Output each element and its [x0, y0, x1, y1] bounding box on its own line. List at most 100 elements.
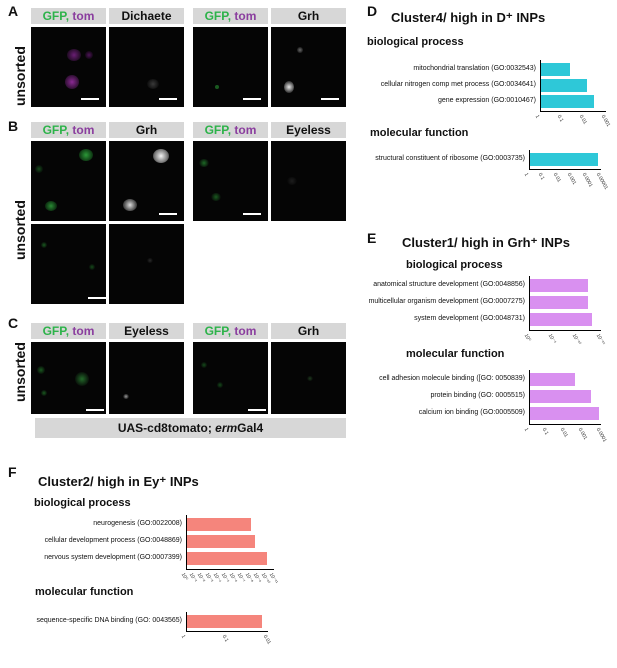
chart-4-bar [187, 518, 251, 531]
chart-5-tick-label: 1 [179, 634, 187, 640]
panel-f-bp-label: biological process [34, 497, 131, 509]
chart-3-tick-label: 0.0001 [594, 427, 608, 444]
chart-1-tick-label: 1 [522, 172, 530, 178]
panel-a-image-grh [271, 27, 346, 107]
chart-5-x-axis [186, 631, 268, 632]
panel-a-header-4: Grh [271, 8, 346, 24]
chart-4-bar [187, 535, 256, 548]
scale-bar [81, 98, 99, 100]
chart-1-category-label: structural constituent of ribosome (GO:0… [375, 155, 525, 162]
chart-2-tick-label: 10⁰ [522, 333, 532, 343]
panel-c-image-eyeless [109, 342, 184, 414]
panel-c-image-grh [271, 342, 346, 414]
panel-e-letter: E [367, 230, 377, 246]
chart-3-bar [530, 373, 576, 386]
panel-a-header-3: GFP, tom [193, 8, 268, 24]
chart-2-tick-label: 10⁻⁵ [546, 333, 558, 345]
chart-2-tick-label: 10⁻¹⁰ [570, 333, 582, 347]
chart-0-tick-label: 0.1 [555, 114, 565, 124]
panel-a-image-gfp-tom-2 [193, 27, 268, 107]
chart-3-x-axis [529, 424, 601, 425]
panel-f-letter: F [8, 464, 17, 480]
panel-c-header-1: GFP, tom [31, 323, 106, 339]
chart-4-x-axis [186, 569, 274, 570]
chart-0-bar [541, 95, 594, 108]
panel-f-mf-label: molecular function [35, 586, 134, 598]
chart-2-category-label: anatomical structure development (GO:004… [373, 281, 525, 288]
scale-bar [248, 409, 266, 411]
chart-2-bar [530, 279, 588, 292]
scale-bar [243, 98, 261, 100]
panel-d-bp-label: biological process [367, 36, 464, 48]
panel-a-letter: A [8, 3, 19, 19]
panel-e-title: Cluster1/ high in Grh⁺ INPs [402, 235, 570, 250]
chart-0-tick-label: 0.001 [599, 114, 612, 128]
scale-bar [159, 98, 177, 100]
chart-4-category-label: nervous system development (GO:0007399) [44, 554, 182, 561]
scale-bar [88, 297, 106, 299]
chart-0-category-label: gene expression (GO:0010467) [437, 97, 536, 104]
panel-c-header-2: Eyeless [109, 323, 184, 339]
scale-bar [243, 213, 261, 215]
chart-0-tick-label: 1 [533, 114, 541, 120]
panel-d-mf-label: molecular function [370, 127, 469, 139]
panel-b-image-gfp-tom-2 [193, 141, 268, 221]
chart-0-bar [541, 63, 570, 76]
panel-b-image-gfp-tom-1 [31, 141, 106, 221]
chart-1-tick-label: 0.01 [551, 172, 562, 184]
chart-5-tick-label: 0.01 [261, 634, 272, 646]
panel-b-header-3: GFP, tom [193, 122, 268, 138]
chart-3-category-label: cell adhesion molecule binding ([GO: 005… [379, 375, 525, 382]
genotype-label: UAS-cd8tomato; ermGal4 [35, 418, 346, 438]
chart-3-tick-label: 1 [522, 427, 530, 433]
chart-2-x-axis [529, 330, 601, 331]
chart-2-tick-label: 10⁻¹⁵ [594, 333, 606, 347]
chart-3-tick-label: 0.01 [558, 427, 569, 439]
chart-0-category-label: cellular nitrogen comp met process (GO:0… [380, 81, 536, 88]
chart-1-tick-label: 0.0001 [580, 172, 594, 189]
panel-b-image-grh [109, 141, 184, 221]
chart-3-bar [530, 390, 592, 403]
chart-1-x-axis [529, 169, 601, 170]
chart-4-y-axis [186, 515, 187, 569]
chart-1-bar [530, 153, 598, 166]
chart-0-tick-label: 0.01 [577, 114, 588, 126]
chart-1-y-axis [529, 150, 530, 169]
chart-0-category-label: mitochondrial translation (GO:0032543) [413, 65, 536, 72]
chart-4-category-label: neurogenesis (GO:0022008) [93, 520, 182, 527]
scale-bar [86, 409, 104, 411]
panel-c-row-label: unsorted [12, 342, 28, 402]
panel-a-image-gfp-tom-1 [31, 27, 106, 107]
panel-b-letter: B [8, 118, 19, 134]
panel-c-header-4: Grh [271, 323, 346, 339]
chart-5-category-label: sequence-specific DNA binding (GO: 00435… [36, 617, 182, 624]
chart-2-bar [530, 313, 593, 326]
panel-a-image-dichaete [109, 27, 184, 107]
chart-5-bar [187, 615, 262, 628]
panel-b-image-eyeless [271, 141, 346, 221]
panel-f-title: Cluster2/ high in Ey⁺ INPs [38, 474, 199, 489]
chart-0-y-axis [540, 60, 541, 111]
chart-0-bar [541, 79, 588, 92]
chart-1-tick-label: 0.1 [537, 172, 546, 182]
chart-1-tick-label: 0.00001 [594, 172, 610, 191]
scale-bar [159, 213, 177, 215]
panel-c-image-gfp-tom-1 [31, 342, 106, 414]
panel-e-mf-label: molecular function [406, 348, 505, 360]
panel-a-header-1: GFP, tom [31, 8, 106, 24]
scale-bar [321, 98, 339, 100]
chart-2-y-axis [529, 276, 530, 330]
chart-3-tick-label: 0.1 [540, 427, 550, 437]
chart-2-bar [530, 296, 588, 309]
chart-0-x-axis [540, 111, 606, 112]
chart-3-category-label: protein binding (GO: 0005515) [430, 392, 525, 399]
chart-5-tick-label: 0.1 [220, 634, 230, 644]
panel-a-header-2: Dichaete [109, 8, 184, 24]
panel-b-header-1: GFP, tom [31, 122, 106, 138]
chart-3-bar [530, 407, 599, 420]
chart-3-tick-label: 0.001 [576, 427, 589, 441]
chart-4-bar [187, 552, 267, 565]
panel-c-letter: C [8, 315, 19, 331]
panel-c-image-gfp-tom-2 [193, 342, 268, 414]
panel-d-letter: D [367, 3, 378, 19]
